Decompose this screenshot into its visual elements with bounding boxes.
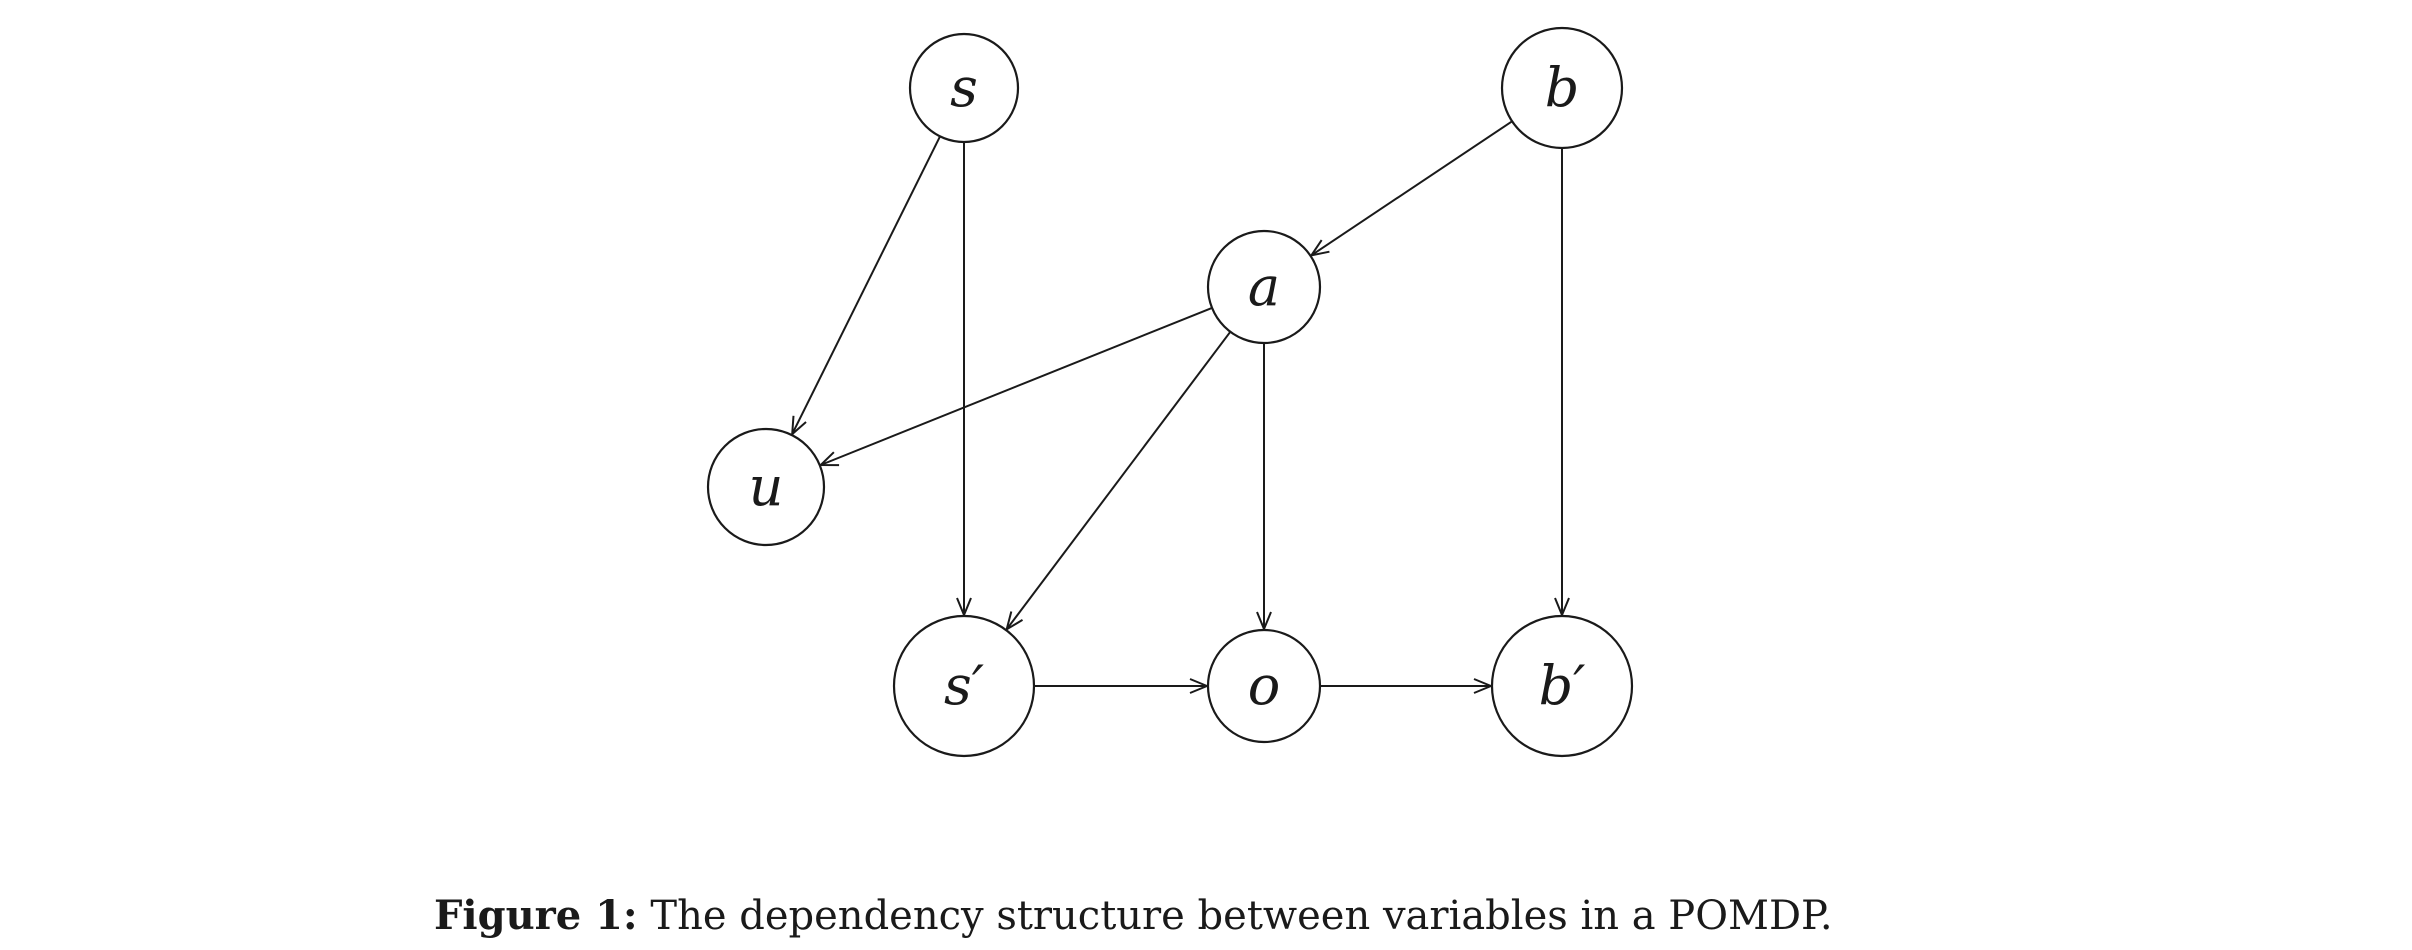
node-s: s bbox=[908, 32, 1020, 144]
node-circle-b bbox=[1500, 26, 1624, 150]
node-circle-b_prime bbox=[1490, 614, 1634, 758]
node-label-b: b bbox=[1545, 56, 1580, 119]
node-label-s: s bbox=[950, 56, 978, 119]
node-label-s_prime: s′ bbox=[944, 654, 984, 717]
node-circle-o bbox=[1206, 628, 1322, 744]
caption-label: Figure 1: bbox=[434, 892, 638, 939]
node-a: a bbox=[1206, 229, 1322, 345]
node-u: u bbox=[706, 427, 826, 547]
node-circle-a bbox=[1206, 229, 1322, 345]
node-label-o: o bbox=[1248, 654, 1281, 717]
node-label-u: u bbox=[749, 455, 784, 518]
node-circle-s bbox=[908, 32, 1020, 144]
node-label-a: a bbox=[1248, 255, 1280, 318]
node-s_prime: s′ bbox=[892, 614, 1036, 758]
figure-caption: Figure 1: The dependency structure betwe… bbox=[434, 893, 1833, 939]
node-b: b bbox=[1500, 26, 1624, 150]
node-o: o bbox=[1206, 628, 1322, 744]
nodes-layer: s b a u s′ o b′ bbox=[706, 26, 1634, 758]
node-label-b_prime: b′ bbox=[1539, 654, 1586, 717]
edges-layer bbox=[792, 120, 1562, 686]
node-circle-s_prime bbox=[892, 614, 1036, 758]
node-b_prime: b′ bbox=[1490, 614, 1634, 758]
edge-a-to-u bbox=[821, 306, 1213, 465]
edge-s-to-u bbox=[792, 135, 941, 434]
node-circle-u bbox=[706, 427, 826, 547]
edge-b-to-a bbox=[1311, 120, 1513, 255]
caption-text: The dependency structure between variabl… bbox=[637, 893, 1833, 939]
edge-a-to-s_prime bbox=[1007, 331, 1232, 630]
